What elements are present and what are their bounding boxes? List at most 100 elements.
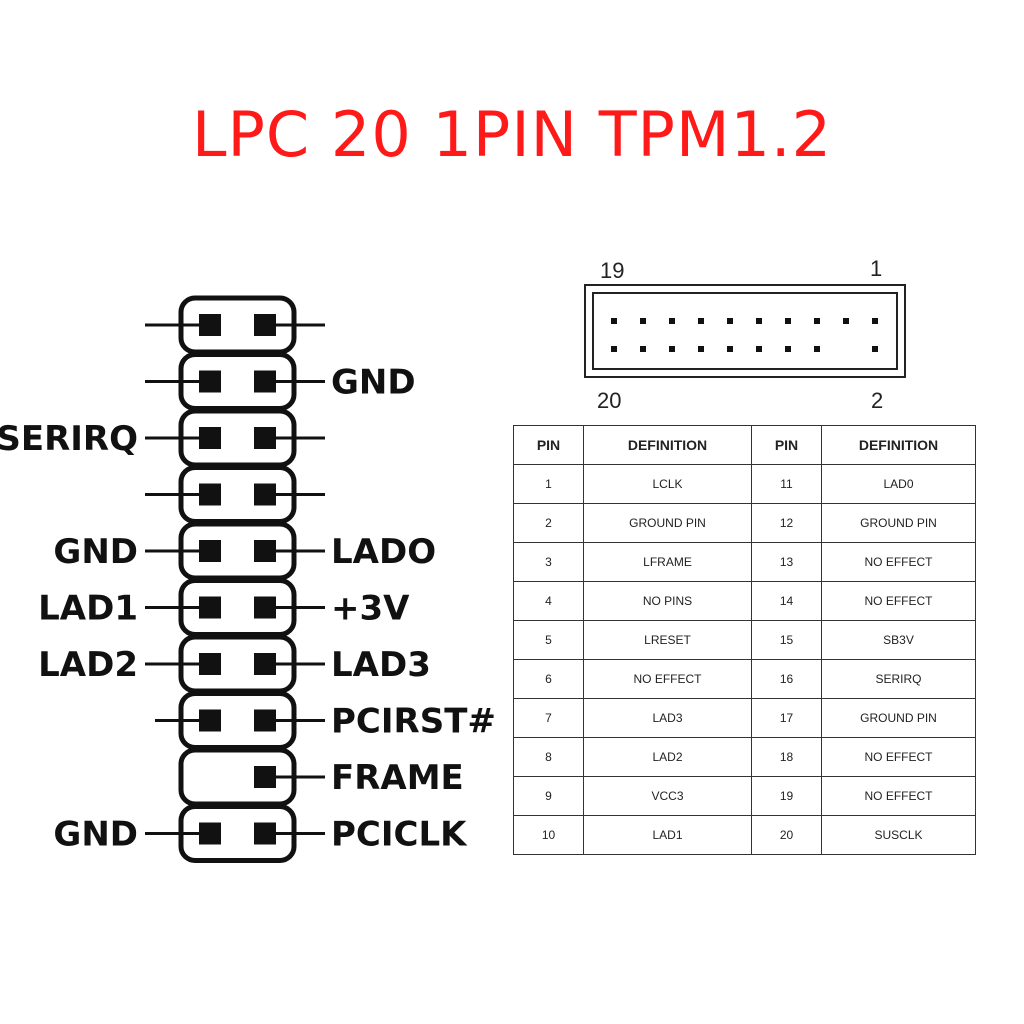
pin-number-cell: 15 [751, 620, 822, 660]
definition-cell: SUSCLK [821, 815, 976, 855]
header-pin [611, 318, 617, 324]
header-connector: 19 1 20 2 [584, 256, 906, 413]
pin-number-cell: 7 [513, 698, 584, 738]
pin-label-right: PCICLK [331, 815, 468, 855]
pin-square [254, 483, 276, 506]
definition-cell: NO EFFECT [583, 659, 752, 699]
definition-cell: NO EFFECT [821, 581, 976, 621]
pin-row: PCIRST# [155, 691, 496, 750]
pin-number-cell: 3 [513, 542, 584, 582]
pin-square [199, 483, 221, 506]
definition-cell: SERIRQ [821, 659, 976, 699]
header-pin [611, 346, 617, 352]
header-pin [756, 346, 762, 352]
definition-cell: VCC3 [583, 776, 752, 816]
pin-square [199, 540, 221, 562]
pin-square [254, 653, 276, 675]
pin-number-cell: 12 [751, 503, 822, 543]
pin-label-right: GND [331, 363, 416, 403]
header-pin [785, 346, 791, 352]
pin-number-cell: 17 [751, 698, 822, 738]
pin-label-left: SERIRQ [0, 419, 138, 459]
definition-cell: GROUND PIN [821, 698, 976, 738]
definition-cell: LCLK [583, 464, 752, 504]
pin-number-cell: 8 [513, 737, 584, 777]
pin-square [254, 596, 276, 619]
header-pin [872, 346, 878, 352]
column-header: PIN [751, 425, 822, 465]
pin-label-right: PCIRST# [331, 702, 496, 742]
pin-square [254, 427, 276, 449]
pin-square [199, 370, 221, 393]
pin-label-left: LAD1 [38, 589, 138, 629]
definition-cell: NO PINS [583, 581, 752, 621]
pin-cell [178, 804, 297, 863]
pin-label-left: GND [53, 532, 138, 572]
pin-square [199, 653, 221, 675]
pin-number-cell: 13 [751, 542, 822, 582]
pin-row: SERIRQ [0, 408, 325, 468]
definition-cell: GROUND PIN [821, 503, 976, 543]
pin-number-cell: 18 [751, 737, 822, 777]
header-pin [756, 318, 762, 324]
pin-number-cell: 6 [513, 659, 584, 699]
pin-square [254, 709, 276, 732]
header-pin [669, 346, 675, 352]
header-pin [640, 318, 646, 324]
pin-label-right: LAD3 [331, 645, 431, 685]
definition-cell: LAD2 [583, 737, 752, 777]
pin-label-right: LADO [331, 532, 436, 572]
table-header-row: PIN DEFINITION PIN DEFINITION [513, 425, 976, 465]
pin-number-cell: 14 [751, 581, 822, 621]
pin-2-label: 2 [871, 388, 883, 413]
pin-square [254, 766, 276, 788]
pin-19-label: 19 [600, 258, 624, 283]
definition-cell: LRESET [583, 620, 752, 660]
pin-square [199, 822, 221, 845]
pin-row: LAD1 +3V [38, 578, 410, 637]
definition-cell: LAD3 [583, 698, 752, 738]
definition-cell: NO EFFECT [821, 737, 976, 777]
pin-number-cell: 5 [513, 620, 584, 660]
pin-square [199, 427, 221, 449]
definition-cell: LAD0 [821, 464, 976, 504]
header-pin [814, 318, 820, 324]
definition-cell: NO EFFECT [821, 776, 976, 816]
pin-row [145, 295, 325, 355]
header-pin [727, 346, 733, 352]
pin-number-cell: 2 [513, 503, 584, 543]
column-header: DEFINITION [583, 425, 752, 465]
column-header: PIN [513, 425, 584, 465]
pin-square [254, 314, 276, 336]
header-pin [872, 318, 878, 324]
pin-row [145, 465, 325, 524]
column-header: DEFINITION [821, 425, 976, 465]
header-pin [785, 318, 791, 324]
definition-cell: SB3V [821, 620, 976, 660]
pin-square [254, 540, 276, 562]
pin-number-cell: 11 [751, 464, 822, 504]
definition-cell: NO EFFECT [821, 542, 976, 582]
pin-square [254, 370, 276, 393]
pin-square [199, 709, 221, 732]
pin-number-cell: 16 [751, 659, 822, 699]
pin-label-right: +3V [331, 589, 410, 629]
header-pin [727, 318, 733, 324]
pin-number-cell: 4 [513, 581, 584, 621]
header-pin [698, 346, 704, 352]
pin-number-cell: 20 [751, 815, 822, 855]
header-pin [843, 318, 849, 324]
pin-label-left: LAD2 [38, 645, 138, 685]
header-pin [669, 318, 675, 324]
pin-number-cell: 9 [513, 776, 584, 816]
header-pin [698, 318, 704, 324]
